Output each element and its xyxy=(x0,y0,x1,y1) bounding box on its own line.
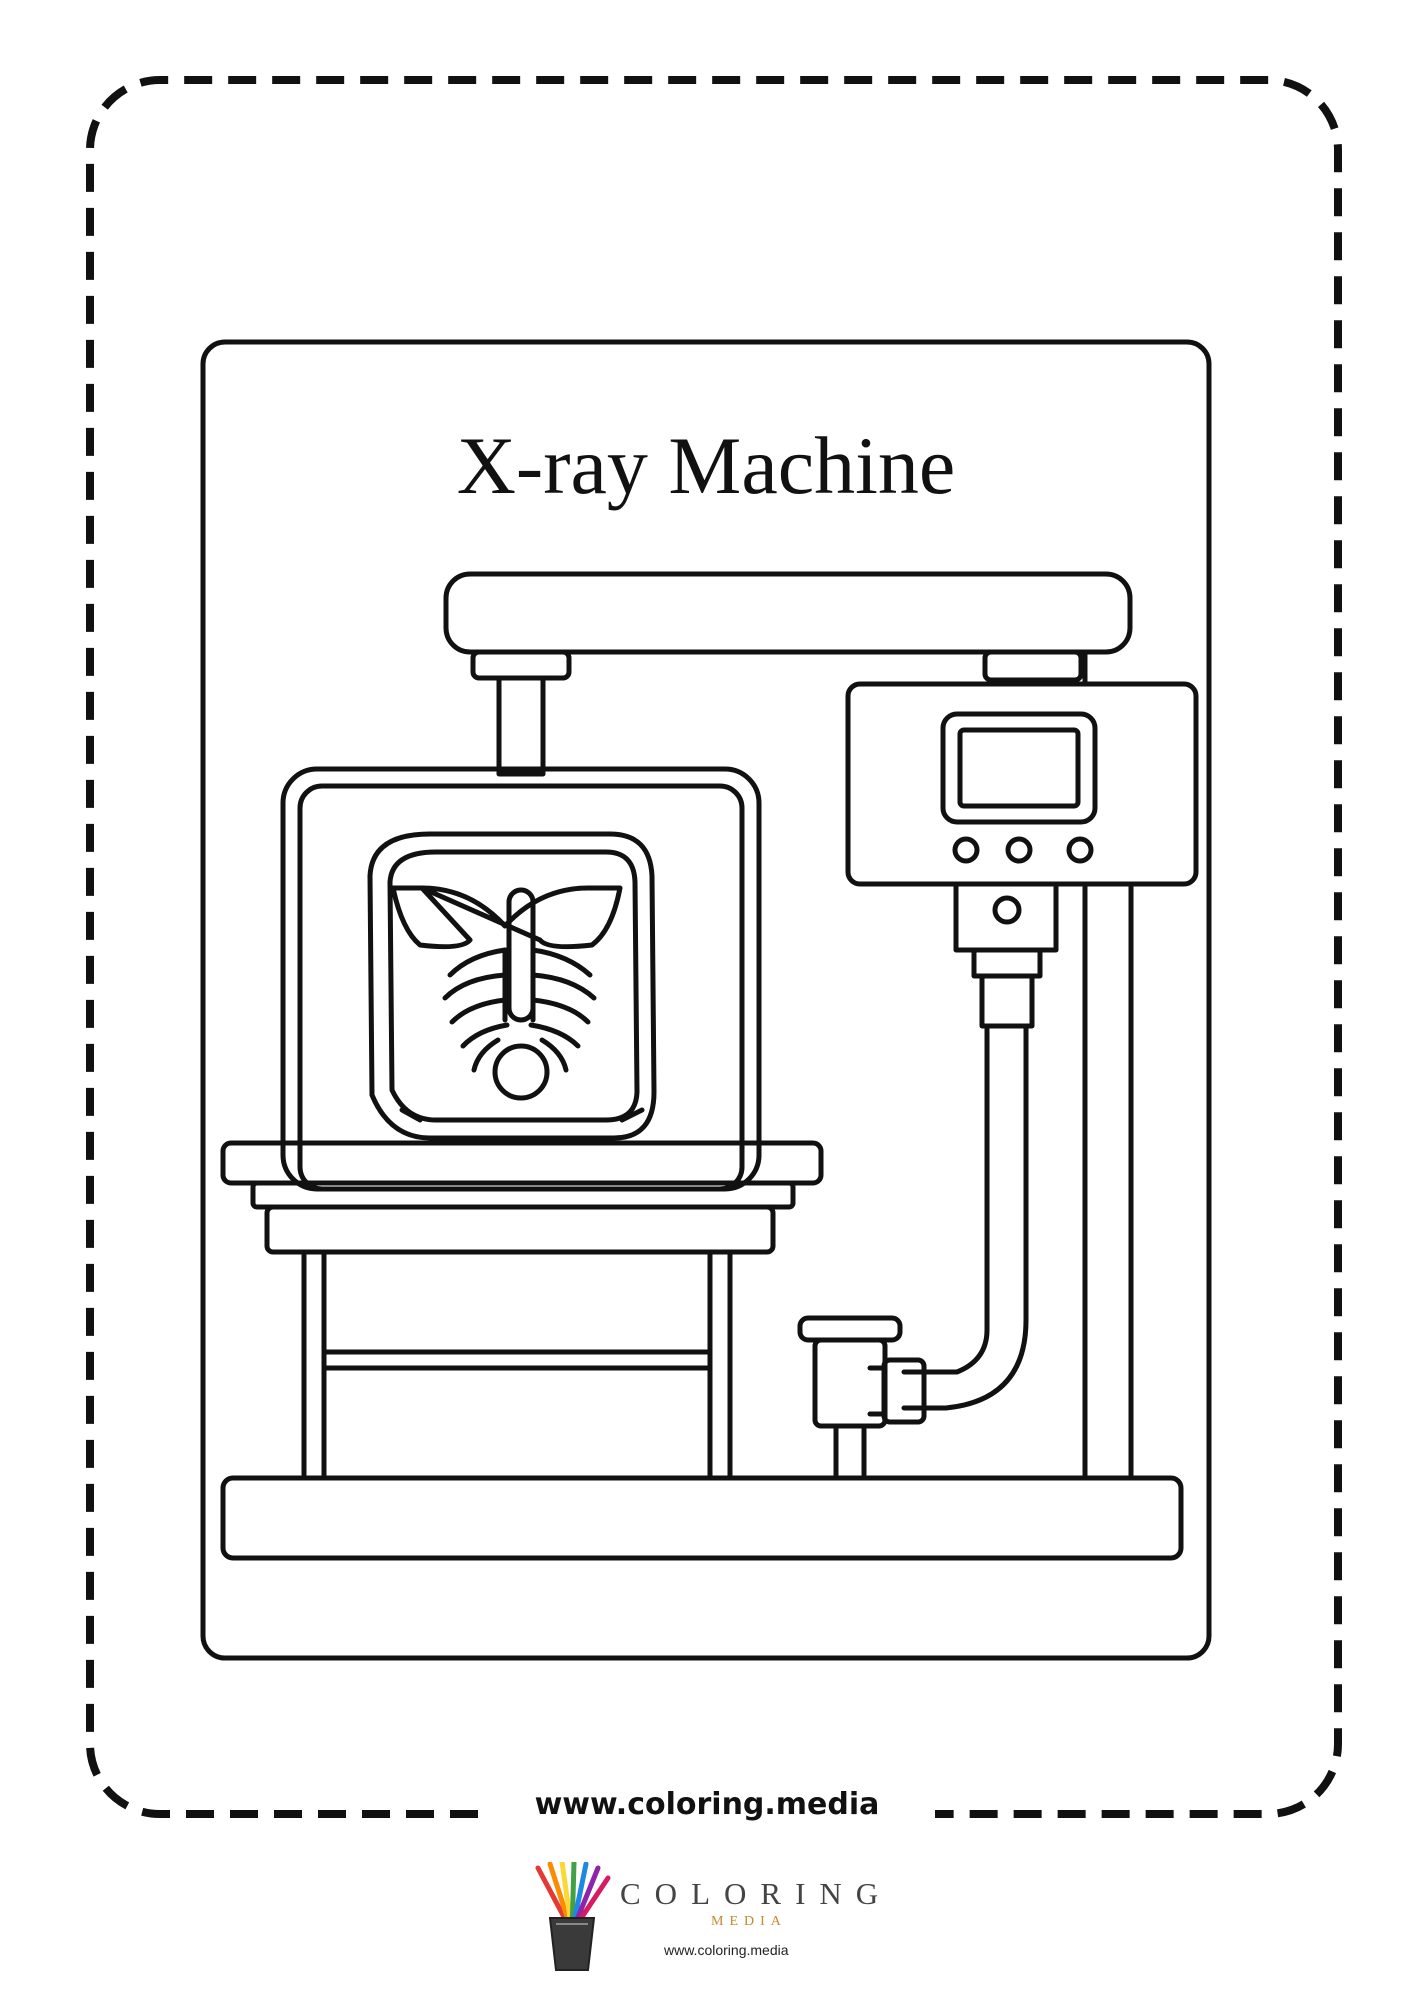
logo-url[interactable]: www.coloring.media xyxy=(664,1942,789,1958)
dashed-cut-border xyxy=(86,76,1342,1818)
logo-wordmark: COLORING xyxy=(620,1876,893,1911)
xray-machine-illustration xyxy=(220,571,1199,1561)
page-title: X-ray Machine xyxy=(456,420,956,511)
footer-url[interactable]: www.coloring.media xyxy=(534,1787,880,1822)
logo-subtitle: MEDIA xyxy=(711,1914,787,1929)
pencil-cup-icon xyxy=(535,1862,611,1971)
coloring-media-logo[interactable]: COLORING MEDIA www.coloring.media xyxy=(530,1862,878,1974)
inner-frame xyxy=(200,339,1212,1661)
